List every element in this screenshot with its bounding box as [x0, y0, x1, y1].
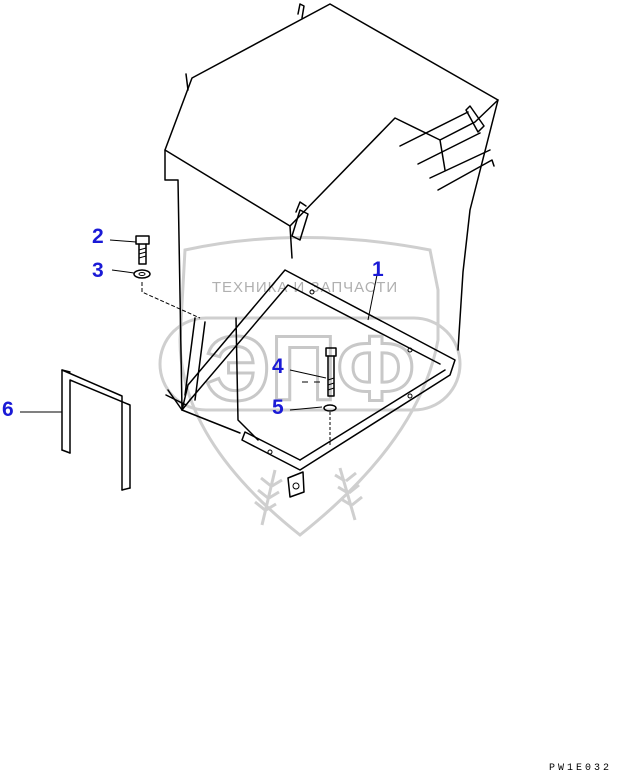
callout-2: 2 [92, 225, 104, 248]
u-bracket-part-6 [61, 369, 131, 491]
callouts: 1 2 3 4 5 6 [2, 225, 384, 421]
watermark: ТЕХНИКА И ЗАПЧАСТИ ЭПФ [158, 236, 462, 537]
callout-6: 6 [2, 398, 14, 421]
leader-5 [289, 406, 323, 411]
callout-5: 5 [272, 396, 284, 419]
washer-part-3 [133, 269, 201, 319]
drawing-code: PW1E032 [549, 763, 612, 774]
watermark-wheat-right [334, 467, 363, 521]
callout-4: 4 [272, 355, 284, 378]
leader-2 [109, 239, 137, 243]
watermark-top-text: ТЕХНИКА И ЗАПЧАСТИ [212, 279, 398, 296]
leader-4 [289, 369, 327, 379]
watermark-logo-band [158, 316, 462, 412]
frame-part-1 [165, 269, 456, 498]
leader-1 [367, 269, 379, 321]
watermark-wheat-left [254, 469, 283, 526]
bolt-part-4 [325, 347, 337, 397]
leader-lines [20, 239, 379, 413]
watermark-shield [178, 236, 440, 537]
bolt-part-2 [135, 235, 150, 265]
callout-3: 3 [92, 259, 104, 282]
washer-part-5 [323, 404, 337, 446]
leader-3 [111, 269, 135, 274]
callout-1: 1 [372, 258, 384, 281]
housing-cover [164, 3, 499, 441]
